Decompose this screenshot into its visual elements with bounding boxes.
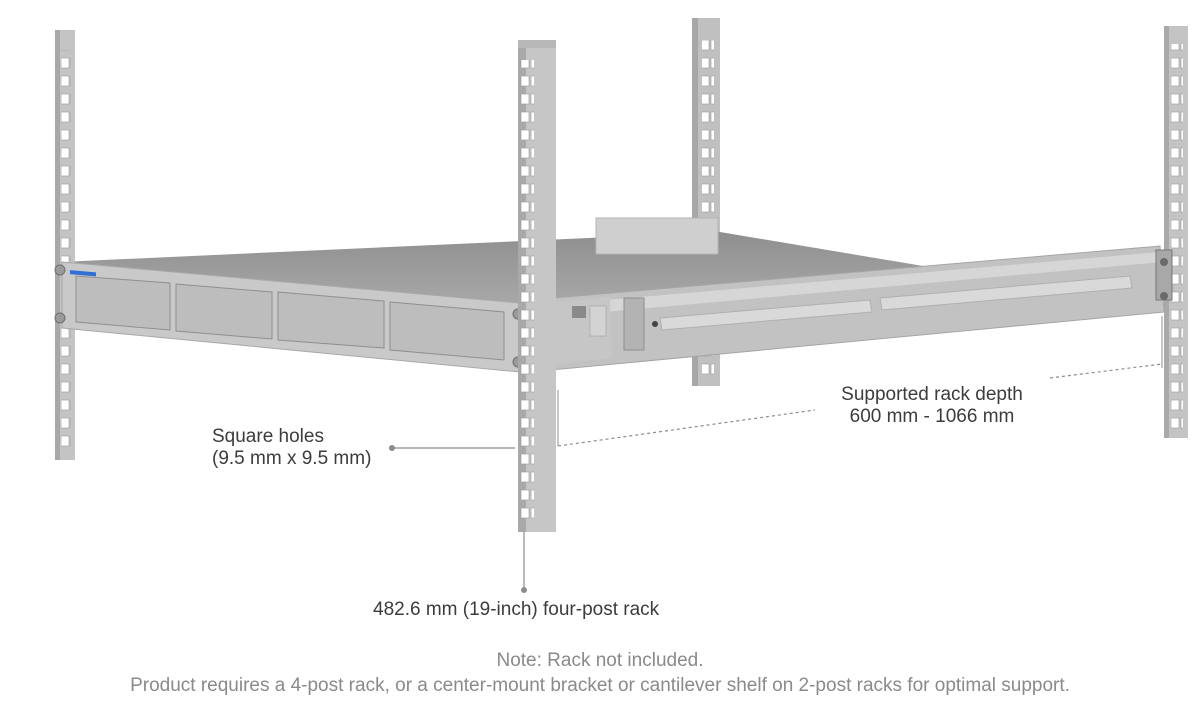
rack-depth-title: Supported rack depth (841, 384, 1023, 405)
drive-bay (175, 283, 273, 340)
rear-right-post (1164, 26, 1188, 438)
chassis-front (54, 261, 524, 373)
drive-bays (75, 275, 505, 361)
depth-dimension-line-left (557, 409, 816, 447)
rack-width-label: 482.6 mm (19-inch) four-post rack (373, 599, 660, 620)
drive-bay (277, 291, 385, 349)
callout-leaders (389, 316, 1163, 593)
square-holes-title: Square holes (212, 426, 324, 447)
rear-bracket (595, 217, 719, 255)
depth-dimension-line-right (1049, 363, 1163, 379)
rack-depth-range: 600 mm - 1066 mm (849, 406, 1015, 427)
front-right-post (518, 40, 556, 532)
drive-bay (389, 301, 505, 361)
drive-bay (75, 275, 171, 331)
footer-requirement: Product requires a 4-post rack, or a cen… (130, 675, 1070, 696)
footer-note: Note: Rack not included. (496, 650, 704, 671)
square-holes-label: Square holes (9.5 mm x 9.5 mm) (212, 426, 371, 470)
slide-rail (529, 245, 1173, 373)
front-left-post (55, 30, 75, 460)
square-holes-dimensions: (9.5 mm x 9.5 mm) (212, 448, 372, 469)
rack-depth-label: Supported rack depth 600 mm - 1066 mm (822, 384, 1042, 428)
